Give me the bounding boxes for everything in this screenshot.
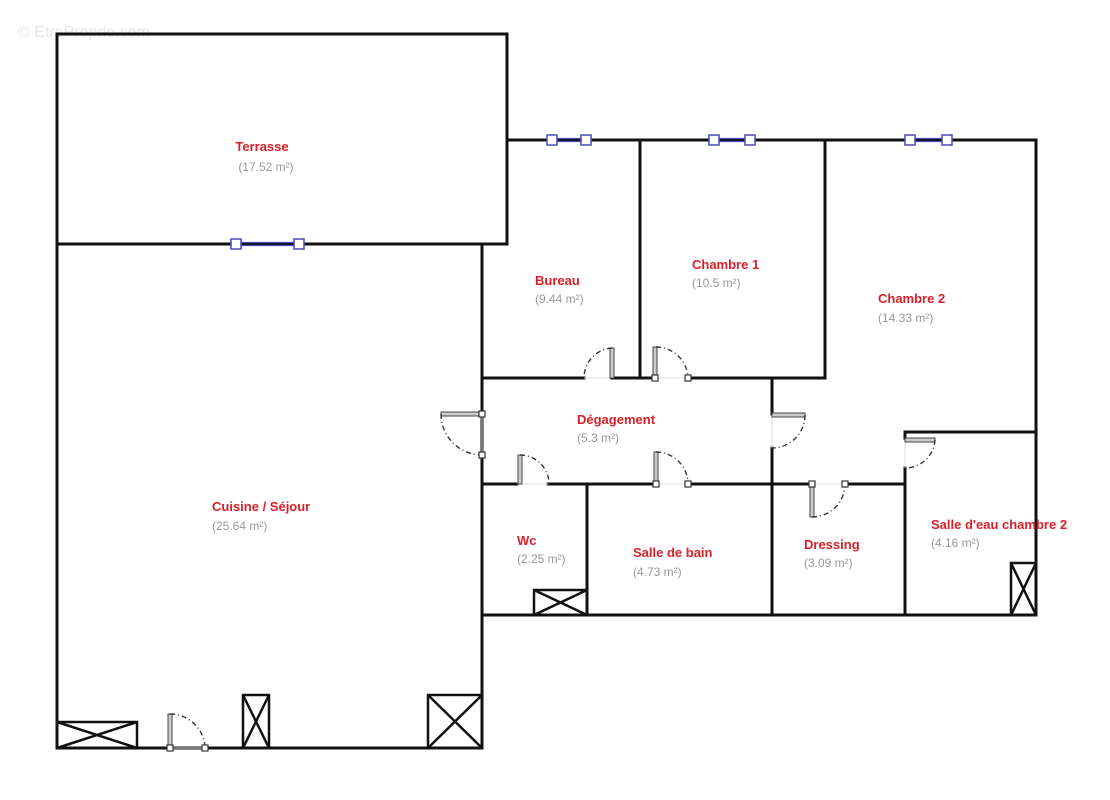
window-icon (230, 238, 305, 250)
room-area: (9.44 m²) (535, 292, 584, 306)
living-walls (55, 242, 484, 750)
room-labels: Terrasse (17.52 m²) Bureau (9.44 m²) Cha… (212, 139, 1067, 579)
room-area: (17.52 m²) (238, 160, 293, 174)
door-icon (583, 347, 615, 379)
room-area: (4.16 m²) (931, 536, 980, 550)
room-name: Chambre 1 (692, 257, 759, 272)
room-area: (2.25 m²) (517, 552, 566, 566)
window-icon (708, 134, 756, 146)
room-name: Terrasse (235, 139, 288, 154)
room-area: (3.09 m²) (804, 556, 853, 570)
door-icon (651, 346, 692, 382)
room-name: Salle de bain (633, 545, 713, 560)
outer-walls (480, 138, 1038, 617)
duct-icon (55, 720, 139, 750)
room-area: (25.64 m²) (212, 519, 267, 533)
duct-icon (532, 588, 589, 617)
room-name: Wc (517, 533, 537, 548)
room-name: Salle d'eau chambre 2 (931, 517, 1067, 532)
room-area: (14.33 m²) (878, 311, 933, 325)
room-area: (5.3 m²) (577, 431, 619, 445)
door-icon (166, 713, 209, 752)
room-name: Dégagement (577, 412, 656, 427)
window-icon (904, 134, 953, 146)
window-icon (546, 134, 592, 146)
door-icon (440, 410, 486, 459)
door-icon (771, 412, 806, 449)
door-icon (808, 480, 849, 518)
windows (230, 134, 953, 250)
door-icon (652, 451, 692, 488)
room-name: Dressing (804, 537, 860, 552)
doors (166, 346, 936, 752)
wall-salle-eau (903, 430, 1038, 617)
duct-icon (426, 693, 484, 750)
room-name: Chambre 2 (878, 291, 945, 306)
door-icon (904, 437, 936, 469)
duct-icon (1009, 561, 1038, 617)
room-name: Bureau (535, 273, 580, 288)
duct-icon (241, 693, 271, 750)
terrace-walls (55, 32, 509, 246)
room-name: Cuisine / Séjour (212, 499, 310, 514)
room-area: (10.5 m²) (692, 276, 741, 290)
door-icon (517, 454, 550, 485)
room-area: (4.73 m²) (633, 565, 682, 579)
fixtures (55, 561, 1038, 750)
